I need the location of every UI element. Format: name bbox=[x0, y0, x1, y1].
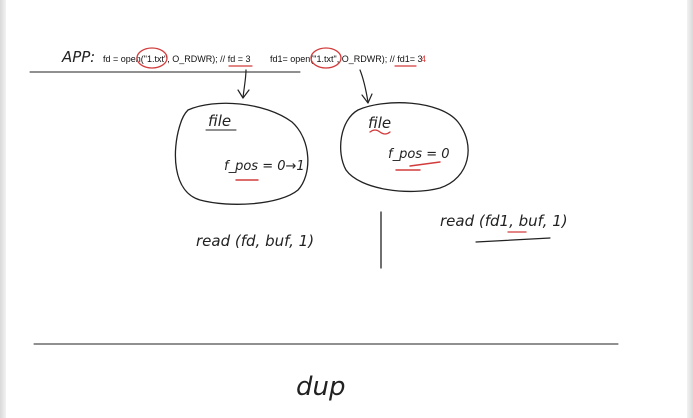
right-call-underline bbox=[475, 237, 551, 243]
code-line-2-comment: fd1= 3 bbox=[397, 54, 422, 64]
right-file-label: file bbox=[368, 114, 391, 132]
code-line-1-comment: fd = 3 bbox=[228, 54, 251, 64]
code-line-1: fd = open("1.txt", O_RDWR); // fd = 3 bbox=[103, 54, 250, 64]
code-line-1-filename: "1.txt" bbox=[144, 54, 167, 64]
code-line-1-prefix: fd = open( bbox=[103, 54, 144, 64]
right-fpos-underline bbox=[395, 161, 441, 171]
left-file-blob bbox=[174, 102, 309, 205]
dup-label: dup bbox=[296, 372, 346, 402]
right-page-edge bbox=[687, 0, 693, 418]
filename-2-circle bbox=[310, 47, 342, 69]
code-line-2-filename: "1.txt" bbox=[313, 54, 336, 64]
left-file-label: file bbox=[208, 112, 231, 130]
app-label: APP: bbox=[61, 48, 95, 66]
arrow-fd-to-left-file bbox=[242, 69, 247, 99]
fd1-correction: 4 bbox=[421, 54, 426, 64]
arrow-head-right bbox=[361, 93, 373, 104]
left-read-call: read (fd, buf, 1) bbox=[196, 232, 314, 250]
arrow-fd1-to-right-file bbox=[359, 69, 369, 103]
arrow-head-left bbox=[237, 89, 250, 99]
code-line-2: fd1= open("1.txt", O_RDWR); // fd1= 3 bbox=[270, 54, 422, 64]
left-file-fpos: f_pos = 0→1 bbox=[224, 159, 305, 174]
code-line-2-prefix: fd1= open( bbox=[270, 54, 313, 64]
right-file-blob bbox=[340, 102, 469, 193]
code-line-2-suffix: , O_RDWR); // bbox=[337, 54, 398, 64]
right-file-label-squiggle bbox=[369, 129, 391, 135]
right-file-fpos: f_pos = 0 bbox=[388, 147, 449, 162]
filename-1-circle bbox=[136, 47, 168, 69]
left-page-edge bbox=[0, 0, 6, 418]
right-read-call: read (fd1, buf, 1) bbox=[440, 212, 568, 230]
code-line-1-suffix: , O_RDWR); // bbox=[167, 54, 228, 64]
